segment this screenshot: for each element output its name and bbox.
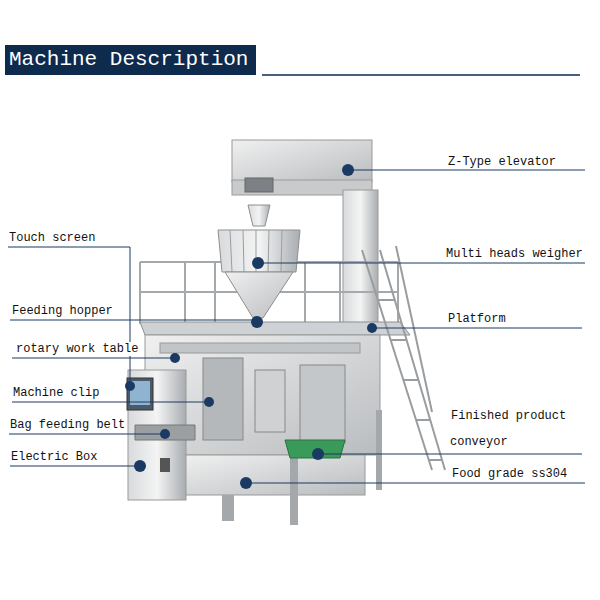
part-label-text: Electric Box bbox=[10, 450, 98, 464]
part-label-text: Finished product conveyor bbox=[450, 409, 566, 449]
part-label-text: Multi heads weigher bbox=[445, 247, 584, 261]
title-banner: Machine Description bbox=[5, 45, 256, 75]
part-label-text: Feeding hopper bbox=[11, 304, 114, 318]
leader-lines bbox=[8, 170, 585, 483]
part-label: rotary work table bbox=[15, 342, 139, 356]
title-text: Machine Description bbox=[9, 48, 248, 71]
part-label: Machine clip bbox=[12, 386, 100, 400]
part-label-text: Z-Type elevator bbox=[447, 155, 557, 169]
part-label-text: Touch screen bbox=[8, 231, 96, 245]
part-label-text: rotary work table bbox=[15, 342, 139, 356]
part-label: Finished product conveyor bbox=[450, 403, 578, 455]
part-label: Z-Type elevator bbox=[447, 155, 557, 169]
part-label: Platform bbox=[447, 312, 507, 326]
part-label: Bag feeding belt bbox=[9, 418, 126, 432]
part-label-text: Machine clip bbox=[12, 386, 100, 400]
part-label: Touch screen bbox=[8, 231, 96, 245]
part-label: Feeding hopper bbox=[11, 304, 114, 318]
part-label: Food grade ss304 bbox=[451, 467, 568, 481]
part-label-text: Food grade ss304 bbox=[451, 467, 568, 481]
part-label-text: Platform bbox=[447, 312, 507, 326]
part-label: Multi heads weigher bbox=[445, 247, 584, 261]
part-label-text: Bag feeding belt bbox=[9, 418, 126, 432]
leader-dots bbox=[125, 164, 377, 489]
part-label: Electric Box bbox=[10, 450, 98, 464]
